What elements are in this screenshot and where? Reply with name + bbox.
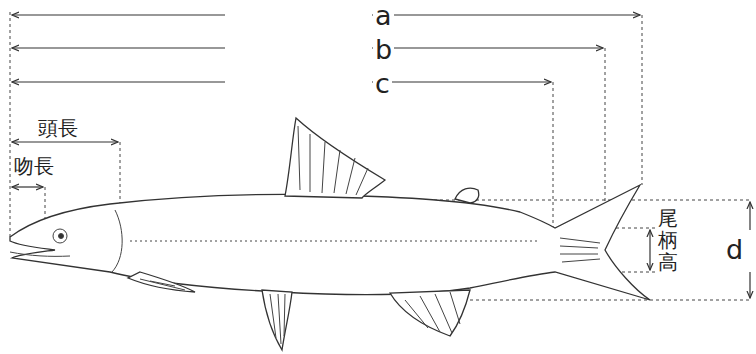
dimension-letter: d	[724, 236, 745, 263]
caudal-peduncle-label: 尾柄高	[658, 205, 678, 275]
snout-length-label: 吻長	[12, 156, 56, 176]
dimension-letter: c	[373, 70, 392, 97]
dimension-letter: a	[373, 2, 394, 29]
dimension-letter: b	[373, 36, 394, 63]
head-length-label: 頭長	[36, 118, 80, 138]
